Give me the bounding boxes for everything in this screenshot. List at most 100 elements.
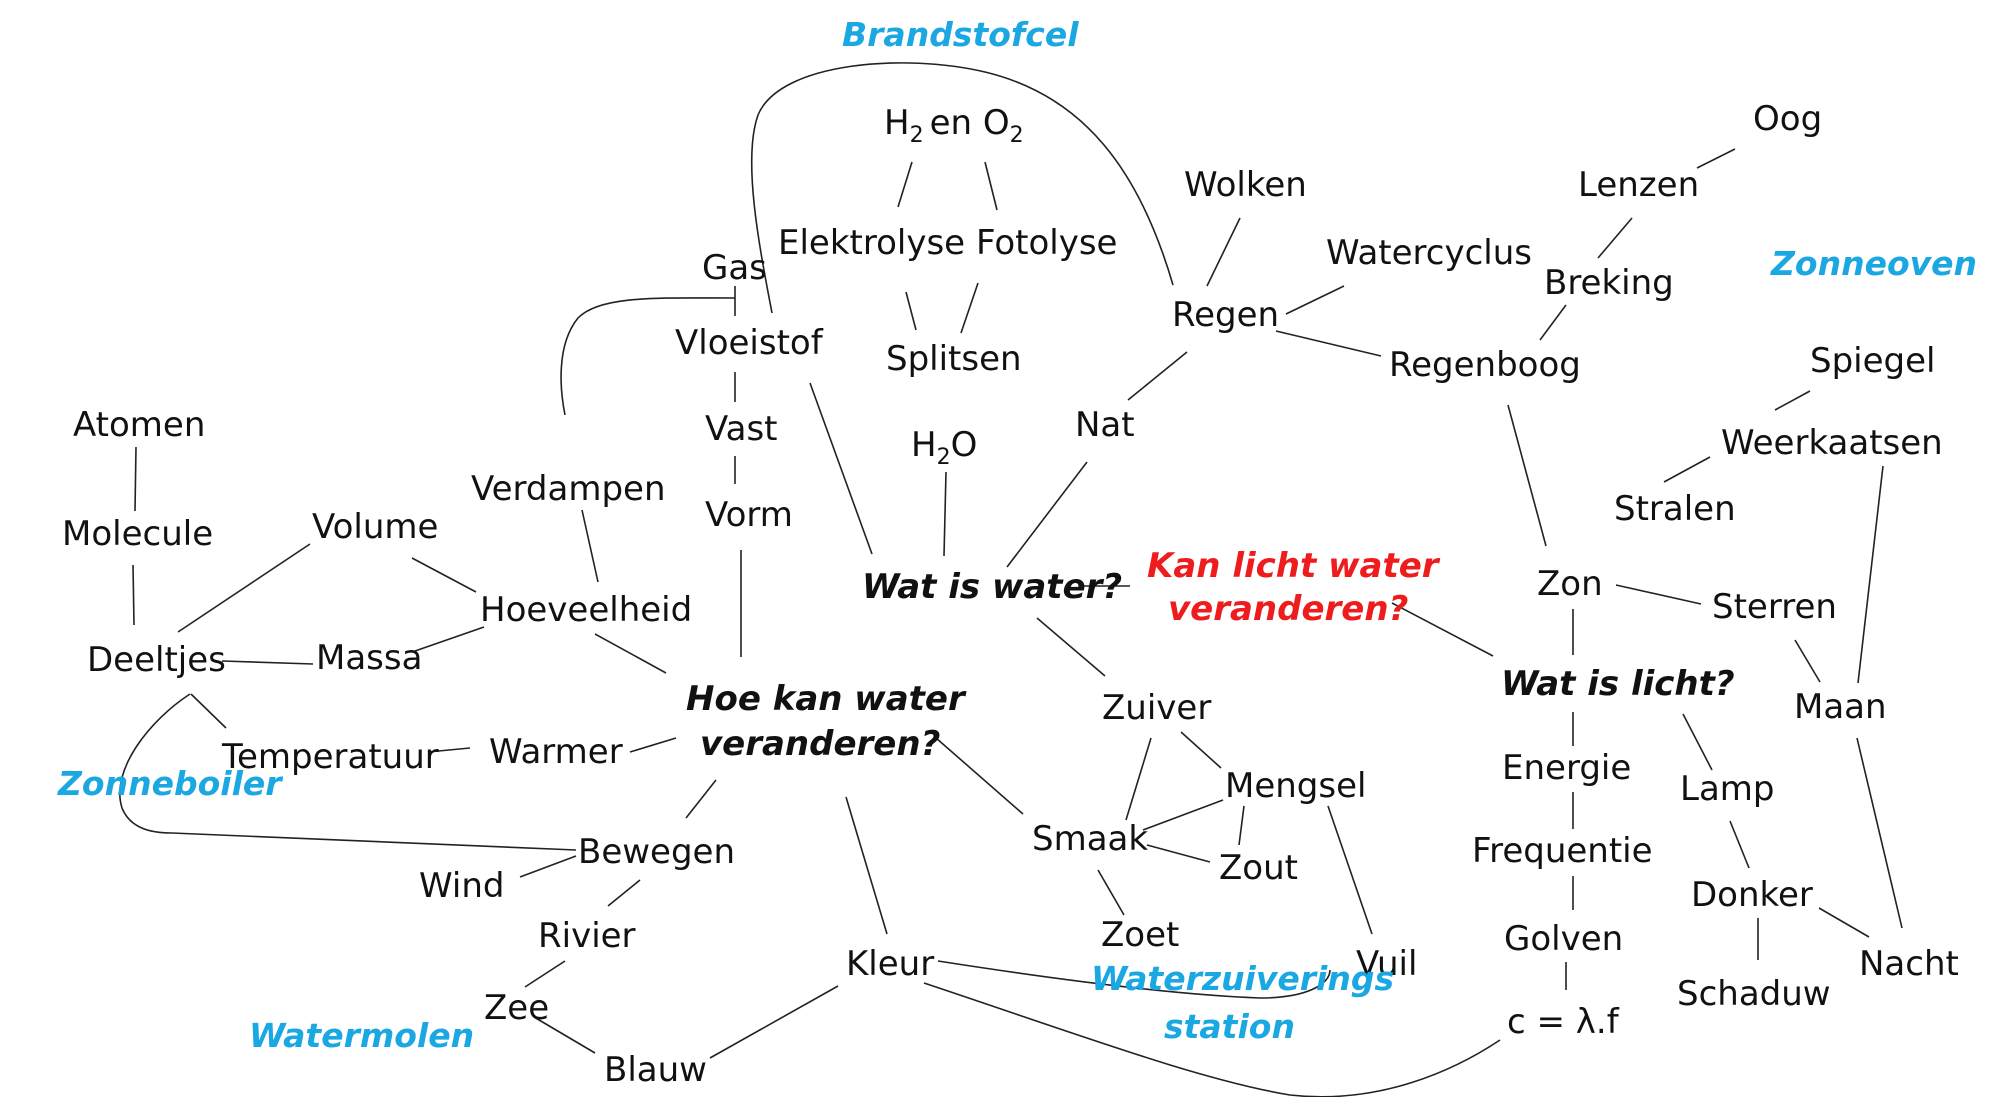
node-mengsel: Mengsel xyxy=(1225,766,1366,806)
line-licht-lamp xyxy=(1682,713,1713,771)
line-regen-watercyclus xyxy=(1285,285,1345,315)
app-brandstofcel: Brandstofcel xyxy=(842,15,1079,54)
node-rivier: Rivier xyxy=(538,916,636,956)
line-hoe-kleur xyxy=(845,796,888,935)
node-h2o: H2O xyxy=(911,425,977,470)
line-smaak-mengsel xyxy=(1142,799,1224,831)
line-wolken-regen xyxy=(1206,217,1241,287)
node-watercyclus: Watercyclus xyxy=(1326,233,1532,273)
node-molecule: Molecule xyxy=(62,514,213,554)
node-schaduw: Schaduw xyxy=(1677,974,1831,1014)
line-atomen-molecule xyxy=(134,446,137,512)
node-gas: Gas xyxy=(702,248,767,288)
node-hoeveelheid: Hoeveelheid xyxy=(480,590,692,630)
line-oog-lenzen xyxy=(1696,148,1736,169)
node-wind: Wind xyxy=(419,866,504,906)
node-vuil: Vuil xyxy=(1356,944,1417,984)
node-frequentie: Frequentie xyxy=(1472,831,1653,871)
node-nacht: Nacht xyxy=(1859,944,1959,984)
node-wolken: Wolken xyxy=(1184,165,1307,205)
line-sterren-maan xyxy=(1794,639,1821,683)
node-regenboog: Regenboog xyxy=(1389,345,1581,385)
line-smaak-zout xyxy=(1146,844,1211,863)
line-temperatuur-warmer xyxy=(427,747,471,753)
line-hoe-smaak xyxy=(935,737,1024,815)
node-regen: Regen xyxy=(1172,295,1279,335)
line-kleur-formule xyxy=(923,982,1501,1097)
line-maan-nacht xyxy=(1856,737,1903,929)
node-kleur: Kleur xyxy=(846,944,934,984)
node-smaak: Smaak xyxy=(1032,819,1148,859)
node-zoet: Zoet xyxy=(1101,915,1179,955)
node-atomen: Atomen xyxy=(73,405,205,445)
line-wat-zuiver xyxy=(1036,617,1106,677)
node-temperatuur: Temperatuur xyxy=(221,737,439,777)
line-massa-hoeveelheid xyxy=(414,626,485,652)
hub-kan-licht-line2: veranderen? xyxy=(1168,589,1408,629)
line-verdampen-hoeveelheid xyxy=(581,509,599,583)
line-regenboog-zon xyxy=(1507,404,1547,547)
node-vast: Vast xyxy=(705,409,778,449)
hub-wat-is-licht: Wat is licht? xyxy=(1501,664,1735,704)
line-molecule-deeltjes xyxy=(132,564,135,626)
node-splitsen: Splitsen xyxy=(886,339,1022,379)
node-blauw: Blauw xyxy=(604,1050,707,1090)
app-zonneoven: Zonneoven xyxy=(1770,244,1977,283)
line-weerkaatsen-stralen xyxy=(1663,456,1711,483)
node-vorm: Vorm xyxy=(705,495,793,535)
node-weerkaatsen: Weerkaatsen xyxy=(1721,423,1943,463)
node-massa: Massa xyxy=(316,638,422,678)
line-volume-hoeveelheid xyxy=(411,557,477,593)
line-elektrolyse-splitsen xyxy=(905,291,917,331)
node-warmer: Warmer xyxy=(489,732,623,772)
node-vloeistof: Vloeistof xyxy=(675,323,824,363)
line-warmer-hoe xyxy=(629,737,677,753)
line-hoe-bewegen xyxy=(685,779,717,819)
node-bewegen: Bewegen xyxy=(578,832,735,872)
node-maan: Maan xyxy=(1794,687,1887,727)
line-regen-nat xyxy=(1127,351,1188,401)
line-breking-regenboog xyxy=(1539,304,1567,341)
line-zonneboiler-loop xyxy=(119,693,577,851)
line-lenzen-breking xyxy=(1597,217,1633,259)
hub-kan-licht-line1: Kan licht water xyxy=(1147,546,1441,586)
node-volume: Volume xyxy=(312,507,438,547)
line-weerkaatsen-maan xyxy=(1857,465,1884,684)
node-formule-golf: c = λ.f xyxy=(1507,1002,1620,1042)
node-zuiver: Zuiver xyxy=(1102,688,1211,728)
node-stralen: Stralen xyxy=(1614,489,1736,529)
line-blauw-kleur xyxy=(709,985,839,1059)
node-lenzen: Lenzen xyxy=(1578,165,1699,205)
line-brandstofcel-loop xyxy=(750,62,1174,314)
app-zonneboiler: Zonneboiler xyxy=(57,764,283,803)
line-hoeveelheid-hoe xyxy=(594,633,667,674)
line-mengsel-zout xyxy=(1238,805,1245,846)
line-zee-blauw xyxy=(533,1016,596,1054)
line-rivier-zee xyxy=(524,960,566,988)
node-breking: Breking xyxy=(1544,263,1674,303)
line-spiegel-weerkaatsen xyxy=(1774,390,1811,411)
line-deeltjes-temperatuur xyxy=(190,693,227,729)
connector-lines xyxy=(119,62,1903,1097)
app-waterzuiverings-line1: Waterzuiverings xyxy=(1091,959,1394,998)
line-regen-regenboog xyxy=(1275,330,1382,357)
node-donker: Donker xyxy=(1691,875,1813,915)
line-zon-sterren xyxy=(1615,584,1702,605)
node-energie: Energie xyxy=(1502,748,1631,788)
node-fotolyse: Fotolyse xyxy=(976,223,1117,263)
line-bewegen-wind xyxy=(519,855,577,878)
hub-hoe-kan-water-line2: veranderen? xyxy=(700,724,940,764)
node-nat: Nat xyxy=(1075,405,1135,445)
node-spiegel: Spiegel xyxy=(1810,341,1935,381)
line-zuiver-mengsel xyxy=(1180,731,1222,769)
app-waterzuiverings-line2: station xyxy=(1164,1007,1295,1046)
app-watermolen: Watermolen xyxy=(249,1016,474,1055)
node-oog: Oog xyxy=(1753,99,1822,139)
line-deeltjes-volume xyxy=(177,543,311,633)
line-h2o2-elektrolyse xyxy=(897,161,913,208)
node-elektrolyse: Elektrolyse xyxy=(778,223,965,263)
line-lamp-donker xyxy=(1729,820,1750,869)
line-h2o-hub xyxy=(943,471,947,557)
